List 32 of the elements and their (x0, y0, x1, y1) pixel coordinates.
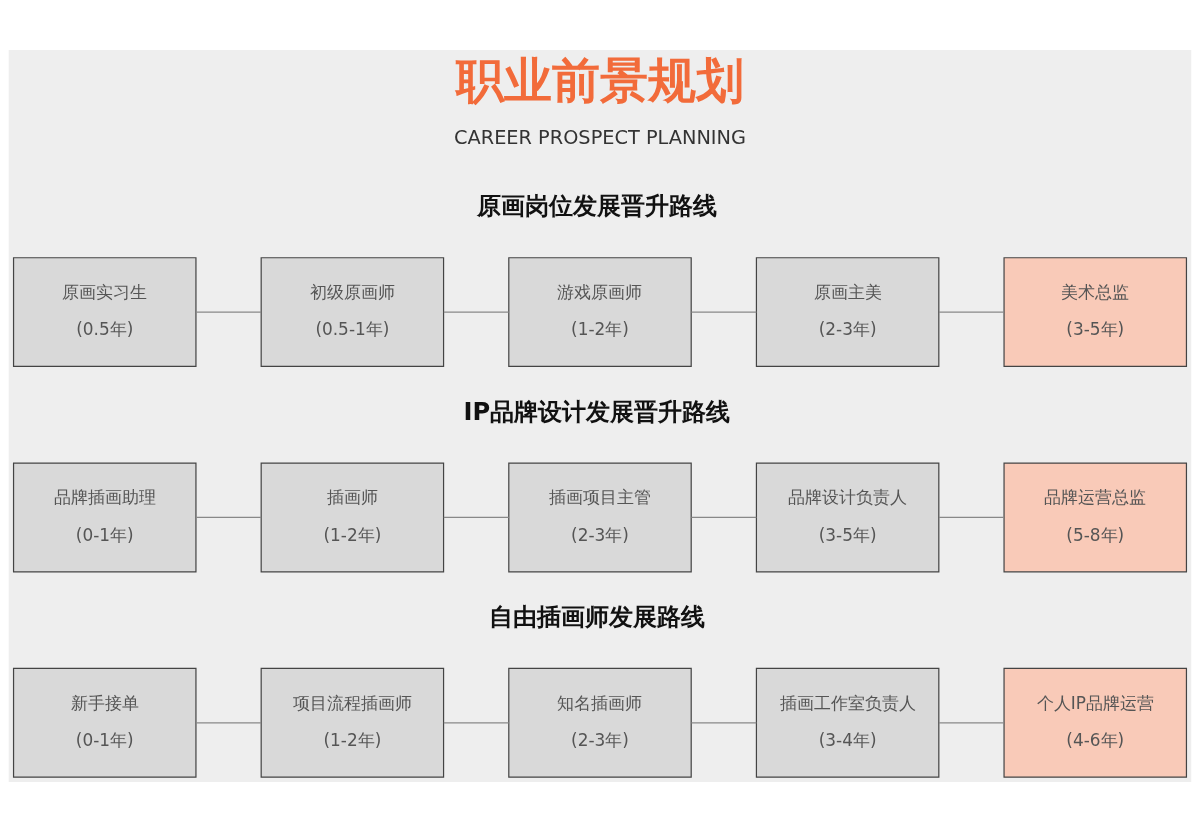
node-box: 初级原画师 (0.5-1年) (260, 257, 445, 368)
connector (690, 722, 757, 724)
connector (195, 722, 262, 724)
label: IP品牌设计发展晋升路线 (463, 397, 731, 426)
label: 自由插画师发展路线 (489, 602, 706, 631)
node-box: 原画实习生 (0.5年) (12, 257, 197, 368)
connector (690, 311, 757, 313)
node-box: 品牌设计负责人 (3-5年) (755, 462, 940, 573)
node-box: 个人IP品牌运营 (4-6年) (1003, 667, 1188, 778)
connector (195, 311, 262, 313)
connector (938, 722, 1005, 724)
node-box: 品牌插画助理 (0-1年) (12, 462, 197, 573)
node-box: 知名插画师 (2-3年) (508, 667, 692, 778)
node-box: 品牌运营总监 (5-8年) (1003, 462, 1188, 573)
node-box: 项目流程插画师 (1-2年) (260, 667, 445, 778)
connector (443, 516, 510, 519)
connector (195, 516, 262, 519)
connector (938, 516, 1005, 519)
node-box: 插画项目主管 (2-3年) (508, 462, 692, 573)
diagram-title: 职业前景规划 (455, 52, 744, 109)
node-box: 插画工作室负责人 (3-4年) (755, 667, 940, 778)
label: CAREER PROSPECT PLANNING (454, 125, 746, 149)
connector (690, 516, 757, 519)
label: 原画岗位发展晋升路线 (477, 192, 718, 221)
connector (443, 722, 510, 724)
connector (443, 311, 510, 313)
node-box: 插画师 (1-2年) (260, 462, 445, 573)
node-box: 原画主美 (2-3年) (755, 257, 940, 368)
connector (938, 311, 1005, 313)
node-box: 新手接单 (0-1年) (12, 667, 197, 778)
node-box: 美术总监 (3-5年) (1003, 257, 1188, 368)
node-box: 游戏原画师 (1-2年) (508, 257, 692, 368)
